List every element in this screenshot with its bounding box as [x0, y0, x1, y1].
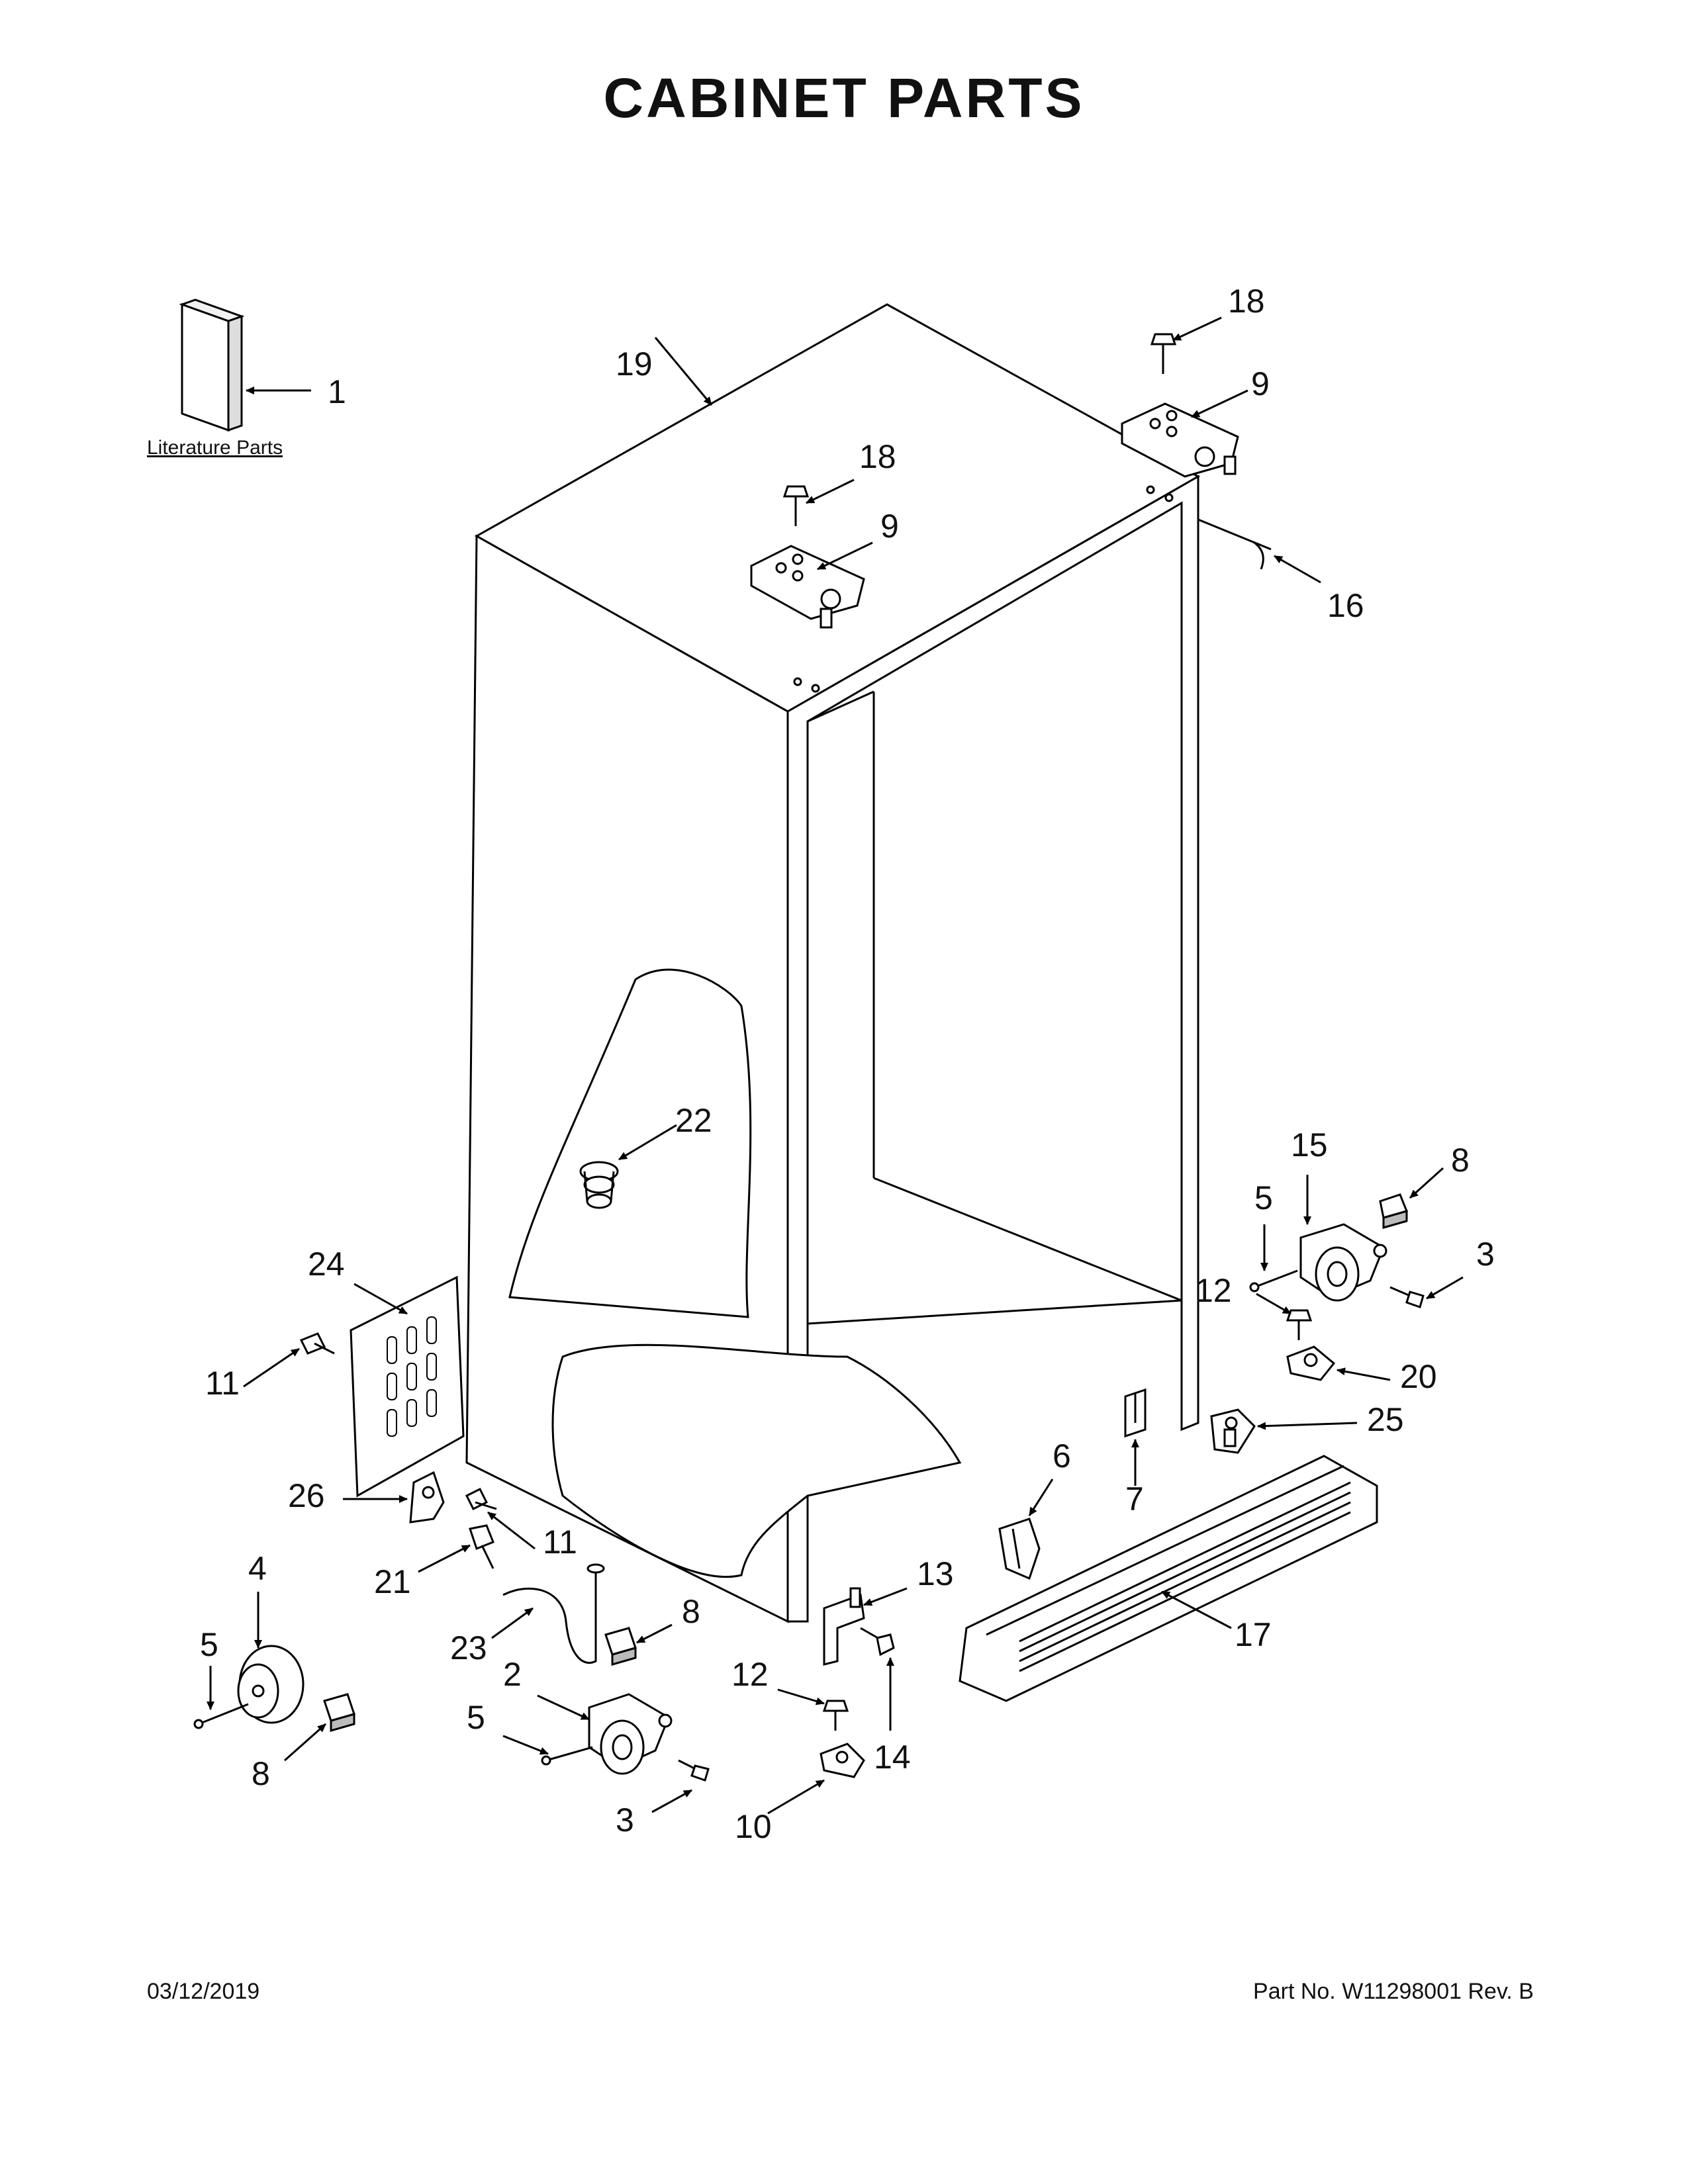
callout-17: 17: [1235, 1616, 1272, 1653]
callout-24: 24: [308, 1246, 345, 1283]
page-title: CABINET PARTS: [603, 67, 1085, 129]
callout-2: 2: [503, 1656, 522, 1693]
callout-21: 21: [374, 1563, 411, 1600]
literature-booklet-icon: [182, 300, 242, 430]
axle-pin-left-center: [542, 1747, 592, 1764]
callout-9: 9: [880, 508, 899, 545]
screw-14: [861, 1628, 894, 1655]
center-bracket: [1125, 1390, 1145, 1436]
hinge-screw-top-right: [1152, 334, 1175, 374]
callout-26: 26: [288, 1477, 325, 1514]
callout-11: 11: [205, 1365, 240, 1402]
callout-8: 8: [252, 1755, 270, 1792]
grille-clip: [1000, 1519, 1039, 1578]
foot-pad-right: [1380, 1195, 1407, 1228]
roller-assembly-left: [589, 1694, 671, 1774]
toe-grille: [960, 1456, 1377, 1701]
callout-4: 4: [248, 1550, 267, 1587]
leveling-leg-right: [1288, 1347, 1334, 1380]
footer-part-number: Part No. W11298001 Rev. B: [1253, 1979, 1534, 2004]
top-hinge-right: [1122, 404, 1238, 477]
callout-15: 15: [1291, 1126, 1328, 1163]
screw-11-lower: [467, 1489, 496, 1509]
drain-fitting: [470, 1525, 493, 1569]
callout-18: 18: [859, 438, 896, 475]
lower-hinge-right: [1211, 1410, 1254, 1453]
callout-9: 9: [1251, 365, 1270, 402]
cabinet-cutaway: [510, 970, 960, 1577]
callout-5: 5: [200, 1626, 218, 1663]
callout-6: 6: [1053, 1437, 1071, 1475]
callout-20: 20: [1400, 1358, 1437, 1395]
rear-grille: [351, 1277, 463, 1496]
callout-10: 10: [735, 1808, 772, 1845]
rear-bracket: [410, 1473, 444, 1522]
leveling-screw-right: [1288, 1310, 1311, 1340]
bracket-center: [824, 1588, 864, 1664]
top-hinge-center: [751, 546, 864, 627]
callout-8: 8: [1451, 1142, 1470, 1179]
callout-12: 12: [1195, 1272, 1232, 1309]
callout-3: 3: [616, 1801, 634, 1839]
callout-7: 7: [1125, 1480, 1144, 1518]
callout-5: 5: [467, 1699, 485, 1736]
wheel-left: [238, 1646, 303, 1723]
roller-assembly-right: [1301, 1224, 1386, 1300]
callout-leaders: [207, 318, 1463, 1813]
callout-5: 5: [1254, 1179, 1273, 1216]
axle-pin-left: [195, 1704, 248, 1728]
callout-18: 18: [1228, 283, 1265, 320]
leveling-screw-center: [824, 1701, 847, 1731]
callout-23: 23: [450, 1629, 487, 1666]
callout-3: 3: [1476, 1236, 1495, 1273]
leveling-leg-center: [821, 1744, 864, 1777]
cabinet-plug: [581, 1162, 618, 1208]
footer-date: 03/12/2019: [147, 1979, 260, 2004]
callout-25: 25: [1367, 1401, 1404, 1438]
callout-14: 14: [874, 1739, 911, 1776]
callout-13: 13: [917, 1555, 954, 1592]
callout-8: 8: [682, 1593, 700, 1630]
axle-pin-right: [1250, 1271, 1297, 1291]
callout-12: 12: [731, 1656, 769, 1693]
screw-3-left: [679, 1760, 708, 1780]
callout-22: 22: [675, 1102, 712, 1139]
screw-right: [1390, 1287, 1423, 1307]
foot-pad-center: [606, 1628, 635, 1664]
foot-pad-left: [324, 1694, 354, 1731]
literature-parts-label: Literature Parts: [147, 437, 283, 459]
tube-clip: [1198, 520, 1271, 569]
drain-tube: [503, 1565, 604, 1663]
screw-11-upper: [301, 1334, 334, 1353]
callout-1: 1: [328, 373, 346, 410]
callout-11: 11: [543, 1524, 577, 1561]
callout-19: 19: [616, 345, 653, 383]
callout-16: 16: [1327, 587, 1364, 624]
